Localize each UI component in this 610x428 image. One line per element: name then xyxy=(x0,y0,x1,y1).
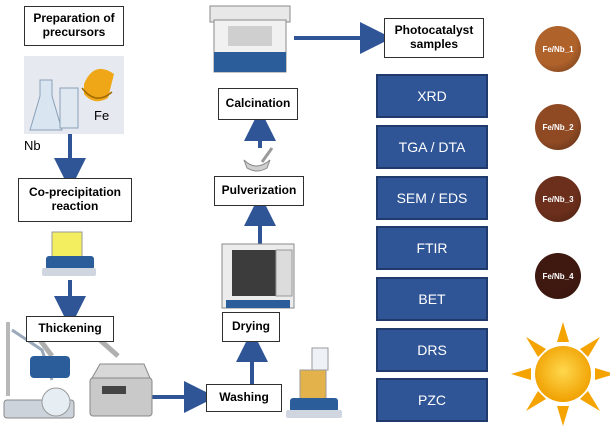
step-photocatalyst-samples: Photocatalyst samples xyxy=(384,18,484,58)
stirrer-plate-1 xyxy=(42,231,96,276)
glassware-illustration xyxy=(24,56,124,134)
stirrer-plate-2 xyxy=(286,347,342,418)
tech-drs: DRS xyxy=(376,328,488,372)
step-drying: Drying xyxy=(222,312,280,342)
tech-bet: BET xyxy=(376,277,488,321)
tech-tga-dta: TGA / DTA xyxy=(376,125,488,169)
tube-furnace xyxy=(209,5,291,73)
tech-ftir: FTIR xyxy=(376,226,488,270)
step-precursors: Preparation of precursors xyxy=(24,6,124,46)
sample-fe-nb-1: Fe/Nb_1 xyxy=(535,26,581,72)
thickening-connectors xyxy=(38,338,120,358)
flow-arrows xyxy=(54,22,392,413)
label-nb: Nb xyxy=(24,138,41,153)
step-pulverization: Pulverization xyxy=(214,176,304,206)
sample-fe-nb-3: Fe/Nb_3 xyxy=(535,176,581,222)
label-fe: Fe xyxy=(94,108,110,123)
step-washing: Washing xyxy=(206,384,282,412)
rotary-evaporator xyxy=(3,322,75,419)
step-calcination: Calcination xyxy=(218,88,298,120)
sample-fe-nb-4: Fe/Nb_4 xyxy=(535,253,581,299)
step-coprecipitation: Co-precipitation reaction xyxy=(18,178,132,222)
sun-icon xyxy=(511,322,610,426)
sample-fe-nb-2: Fe/Nb_2 xyxy=(535,104,581,150)
step-thickening: Thickening xyxy=(26,316,114,342)
tech-xrd: XRD xyxy=(376,74,488,118)
mortar-pestle xyxy=(243,147,274,172)
tech-pzc: PZC xyxy=(376,378,488,422)
drying-oven xyxy=(221,243,295,309)
tech-sem-eds: SEM / EDS xyxy=(376,176,488,220)
centrifuge xyxy=(89,363,153,417)
